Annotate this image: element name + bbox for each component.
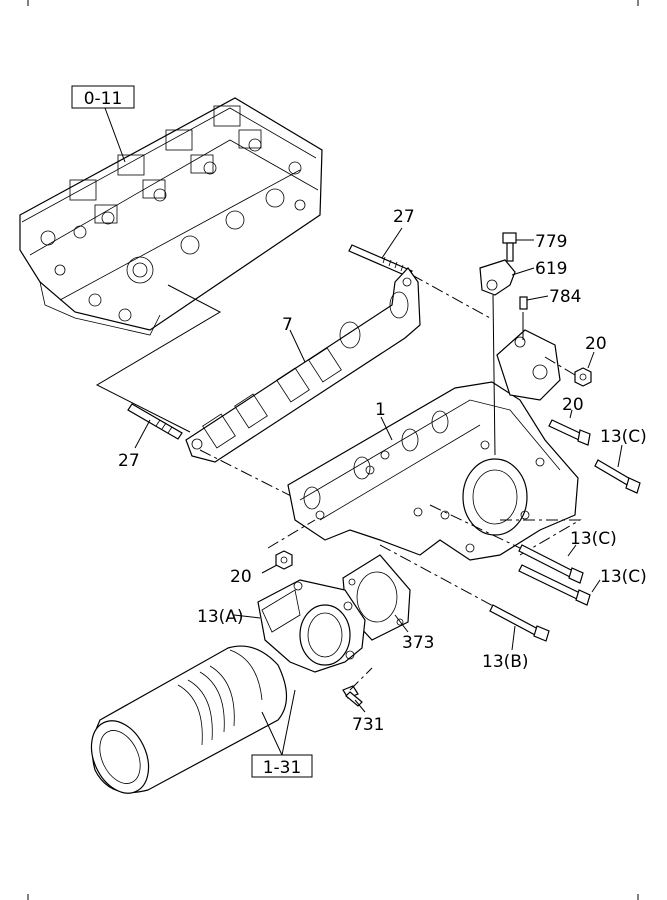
leader-line (95, 284, 222, 433)
callout-p779: 779 (535, 232, 567, 252)
callout-p13a: 13(B) (482, 652, 529, 672)
leader-line (261, 711, 283, 756)
throttle-body-part (257, 579, 366, 673)
leader-line (569, 409, 573, 419)
callout-p619: 619 (535, 259, 567, 279)
leader-line (511, 267, 535, 276)
callout-p13c3: 13(C) (570, 529, 617, 549)
centerline (379, 544, 496, 608)
leader-line (134, 419, 151, 449)
leader-line (354, 699, 366, 713)
callout-text: 1-31 (263, 758, 302, 778)
stud-bolt-part (127, 403, 183, 440)
manifold-gasket-part (185, 267, 421, 463)
leader-line (289, 329, 306, 363)
callout-p13c1: 20 (562, 395, 584, 415)
callout-p1: 1 (375, 400, 386, 420)
bolt-part (489, 604, 550, 642)
leader-line (587, 351, 595, 369)
centerline (199, 449, 296, 499)
intake-manifold-part (287, 329, 579, 561)
centerline (429, 504, 582, 561)
callout-p784: 784 (549, 287, 581, 307)
nut-part (275, 550, 293, 570)
centerline (411, 274, 491, 319)
callout-p184: 373 (402, 633, 434, 653)
bolt-part (518, 544, 584, 584)
stud-bolt-part (348, 244, 413, 278)
callout-p373: 13(A) (197, 607, 244, 627)
callout-p7: 7 (282, 315, 293, 335)
centerline (267, 519, 316, 549)
callout-p20a: 20 (585, 334, 607, 354)
leader-line (104, 107, 126, 163)
bolt-part (518, 564, 591, 606)
pin-part (519, 296, 528, 310)
leader-line (261, 564, 278, 574)
centerline (544, 356, 576, 376)
crop-marks (27, 0, 639, 900)
callout-p20b: 20 (230, 567, 252, 587)
nut-part (574, 367, 592, 387)
callout-p731: 731 (352, 715, 384, 735)
callout-p27b: 27 (118, 451, 140, 471)
leader-line (591, 579, 601, 593)
callout-ref-0-11: 0-11 (71, 85, 135, 109)
leader-line (394, 614, 409, 633)
cylinder-head-part (19, 97, 323, 336)
intake-hose-part (90, 645, 288, 794)
leader-line (526, 295, 549, 301)
leader-line (617, 444, 623, 468)
centerline (492, 294, 496, 456)
callout-text: 0-11 (84, 89, 123, 109)
callout-p13c2: 13(C) (600, 427, 647, 447)
leader-line (567, 544, 577, 557)
callout-p13b: 13(C) (600, 567, 647, 587)
bolt-part (342, 685, 363, 707)
leader-line (381, 227, 403, 259)
leader-line (281, 689, 296, 756)
callout-ref-1-31: 1-31 (251, 754, 313, 778)
leader-line (233, 614, 261, 619)
leader-line (380, 416, 393, 441)
bolt-part (502, 232, 517, 262)
sensor-part (479, 259, 516, 296)
leader-line (511, 625, 516, 651)
bolt-part (548, 419, 591, 446)
callout-p27a: 27 (393, 207, 415, 227)
bolt-part (594, 459, 641, 494)
centerline (349, 667, 373, 691)
